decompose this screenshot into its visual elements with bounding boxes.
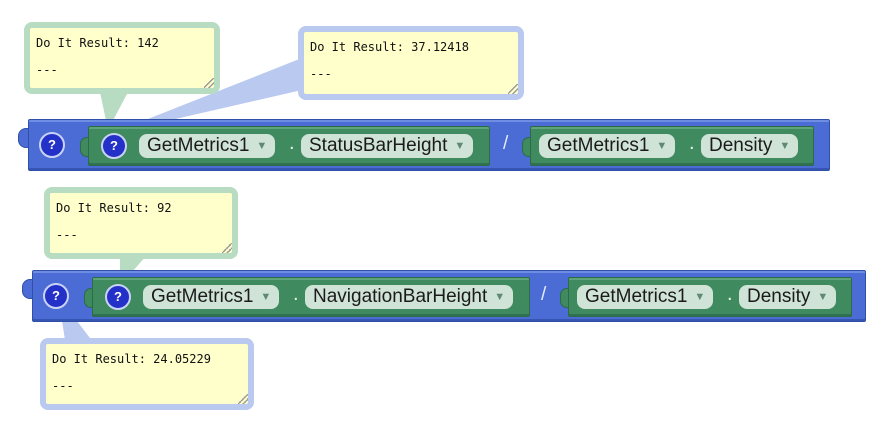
getter-block-navigationbarheight[interactable]: ? GetMetrics1▼ . NavigationBarHeight▼ (92, 277, 530, 317)
resize-handle[interactable] (508, 84, 518, 94)
getter-block-density[interactable]: GetMetrics1▼ . Density▼ (568, 277, 852, 317)
socket-notch (522, 137, 531, 157)
result-extra: --- (310, 67, 332, 81)
help-icon[interactable]: ? (105, 284, 131, 310)
dot-separator: . (727, 283, 733, 305)
getter-block-statusbarheight[interactable]: ? GetMetrics1▼ . StatusBarHeight▼ (88, 126, 490, 166)
result-bubble[interactable]: Do It Result: 24.05229 --- (40, 338, 254, 410)
block-plug (18, 128, 31, 148)
result-bubble[interactable]: Do It Result: 37.12418 --- (298, 26, 524, 100)
result-text: Do It Result: 142 (36, 36, 159, 50)
chevron-down-icon: ▼ (260, 291, 272, 303)
result-bubble[interactable]: Do It Result: 92 --- (44, 187, 238, 259)
help-icon[interactable]: ? (101, 133, 127, 159)
getter-block-density[interactable]: GetMetrics1▼ . Density▼ (530, 126, 814, 166)
socket-notch (560, 288, 569, 308)
dot-separator: . (289, 132, 295, 154)
divide-operator: / (541, 284, 547, 305)
chevron-down-icon: ▼ (494, 291, 506, 303)
result-text: Do It Result: 92 (56, 201, 172, 215)
result-bubble[interactable]: Do It Result: 142 --- (24, 22, 220, 94)
block-plug (22, 279, 35, 299)
result-extra: --- (52, 379, 74, 393)
component-dropdown[interactable]: GetMetrics1▼ (539, 134, 676, 158)
chevron-down-icon: ▼ (694, 291, 706, 303)
chevron-down-icon: ▼ (256, 140, 268, 152)
help-icon[interactable]: ? (39, 132, 65, 158)
component-dropdown[interactable]: GetMetrics1▼ (139, 134, 276, 158)
property-dropdown[interactable]: StatusBarHeight▼ (301, 134, 474, 158)
socket-notch (84, 288, 93, 308)
divide-operator: / (503, 133, 509, 154)
chevron-down-icon: ▼ (656, 140, 668, 152)
component-dropdown[interactable]: GetMetrics1▼ (577, 285, 714, 309)
chevron-down-icon: ▼ (454, 140, 466, 152)
resize-handle[interactable] (204, 78, 214, 88)
property-dropdown[interactable]: Density▼ (701, 134, 799, 158)
result-extra: --- (36, 63, 58, 77)
resize-handle[interactable] (238, 394, 248, 404)
help-icon[interactable]: ? (43, 283, 69, 309)
property-dropdown[interactable]: NavigationBarHeight▼ (305, 285, 514, 309)
result-text: Do It Result: 37.12418 (310, 40, 469, 54)
dot-separator: . (293, 283, 299, 305)
chevron-down-icon: ▼ (817, 291, 829, 303)
result-text: Do It Result: 24.05229 (52, 352, 211, 366)
resize-handle[interactable] (222, 243, 232, 253)
socket-notch (80, 137, 89, 157)
chevron-down-icon: ▼ (779, 140, 791, 152)
dot-separator: . (689, 132, 695, 154)
property-dropdown[interactable]: Density▼ (739, 285, 837, 309)
component-dropdown[interactable]: GetMetrics1▼ (143, 285, 280, 309)
result-extra: --- (56, 228, 78, 242)
